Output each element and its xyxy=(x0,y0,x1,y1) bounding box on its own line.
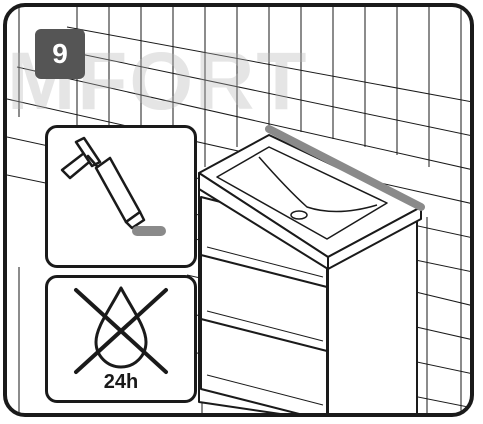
no-water-inset: 24h xyxy=(45,275,197,403)
sealant-bead-icon xyxy=(132,226,166,236)
cross-out-icon xyxy=(74,288,168,374)
sealant-inset xyxy=(45,125,197,268)
caulk-gun-icon xyxy=(60,136,166,236)
wait-time-label: 24h xyxy=(103,371,139,393)
vanity-unit xyxy=(198,134,422,413)
no-water-icon xyxy=(74,286,168,374)
instruction-panel: MFORT 9 24h xyxy=(3,3,474,417)
water-drop-icon xyxy=(94,286,148,369)
step-number-badge: 9 xyxy=(35,29,85,79)
sealant-bead xyxy=(265,125,425,211)
